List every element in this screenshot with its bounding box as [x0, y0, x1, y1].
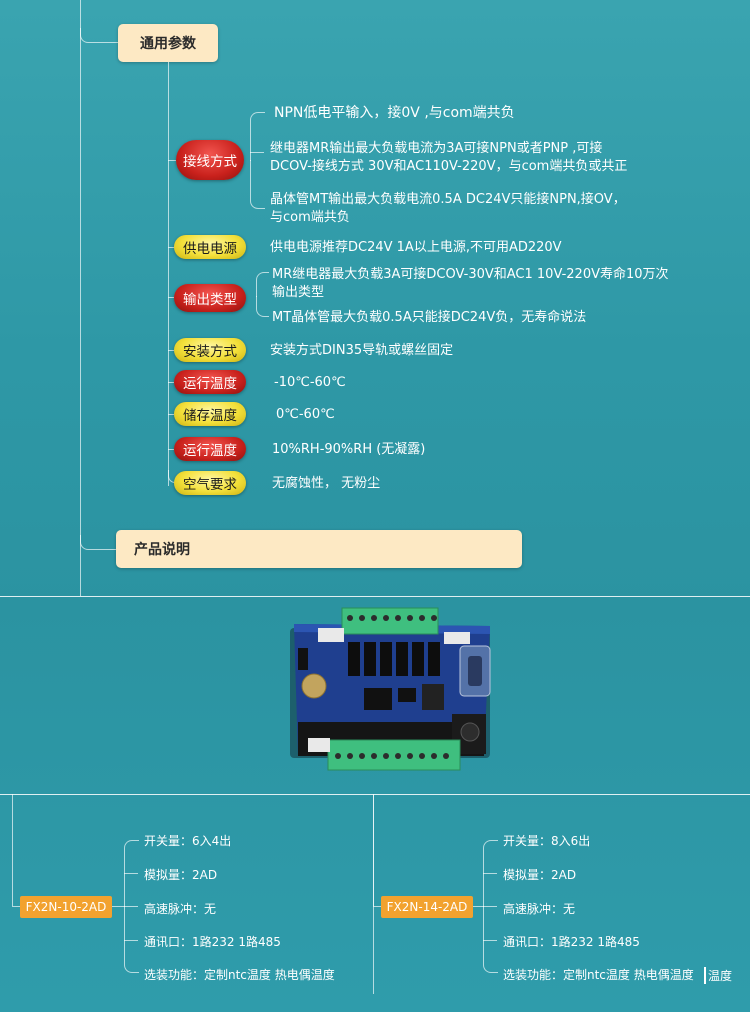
param-power-label: 供电电源 — [174, 235, 246, 259]
model-2-spec-extra: 温度 — [704, 967, 732, 984]
param-op-temp-line-1: -10℃-60℃ — [274, 375, 346, 390]
model-tag-2: FX2N-14-2AD — [381, 896, 473, 918]
param-output-line-2: 输出类型 — [272, 285, 325, 300]
connector — [250, 152, 264, 153]
tree-branch — [80, 535, 117, 550]
connector — [168, 470, 175, 483]
param-wiring-line-1: NPN低电平输入，接0V ,与com端共负 — [274, 105, 515, 121]
tree-trunk — [80, 0, 81, 596]
connector — [124, 940, 138, 941]
bracket-top — [256, 272, 269, 297]
model-2-spec-pulse: 高速脉冲：无 — [503, 902, 576, 916]
param-wiring-label: 接线方式 — [176, 140, 244, 180]
connector — [124, 873, 138, 874]
product-desc-title: 产品说明 — [116, 530, 522, 568]
param-power-line-1: 供电电源推荐DC24V 1A以上电源,不可用AD220V — [270, 240, 562, 255]
param-storage-temp-label: 储存温度 — [174, 402, 246, 426]
param-install-line-1: 安装方式DIN35导轨或螺丝固定 — [270, 343, 454, 358]
model-1-spec-comm: 通讯口：1路232 1路485 — [144, 935, 281, 949]
connector — [473, 906, 483, 907]
model-2-spec-io: 开关量：8入6出 — [503, 834, 591, 848]
model-1-spec-pulse: 高速脉冲：无 — [144, 902, 217, 916]
connector — [373, 906, 381, 907]
param-wiring-line-2: 继电器MR输出最大负载电流为3A可接NPN或者PNP ,可接 — [270, 141, 603, 156]
connector — [12, 906, 20, 907]
bracket-bottom — [256, 296, 269, 317]
connector — [168, 449, 174, 450]
param-humidity-label: 运行温度 — [174, 437, 246, 461]
param-humidity-line-1: 10%RH-90%RH (无凝露) — [272, 442, 426, 457]
connector — [373, 794, 374, 906]
section-divider — [0, 596, 750, 597]
param-output-label: 输出类型 — [174, 284, 246, 312]
connector — [168, 160, 176, 161]
connector — [168, 297, 176, 298]
connector — [483, 940, 497, 941]
bracket-top — [250, 112, 265, 161]
connector — [483, 906, 497, 907]
connector — [168, 414, 174, 415]
plc-board-image — [290, 607, 491, 771]
bracket-bottom — [124, 906, 139, 973]
model-1-spec-analog: 模拟量：2AD — [144, 868, 218, 882]
param-wiring-line-5: 与com端共负 — [270, 210, 350, 225]
param-output-line-1: MR继电器最大负载3A可接DCOV-30V和AC1 10V-220V寿命10万次 — [272, 267, 669, 282]
connector — [483, 873, 497, 874]
param-install-label: 安装方式 — [174, 338, 246, 362]
model-tag-1: FX2N-10-2AD — [20, 896, 112, 918]
model-2-spec-comm: 通讯口：1路232 1路485 — [503, 935, 640, 949]
param-wiring-line-3: DCOV-接线方式 30V和AC110V-220V，与com端共负或共正 — [270, 159, 628, 174]
tree-branch — [80, 28, 119, 43]
model-2-spec-options: 选装功能：定制ntc温度 热电偶温度 — [503, 968, 694, 982]
connector — [168, 350, 174, 351]
bracket-bottom — [483, 906, 498, 973]
model-2-spec-analog: 模拟量：2AD — [503, 868, 577, 882]
connector — [12, 794, 13, 906]
params-branch-line — [168, 62, 169, 486]
general-params-title: 通用参数 — [118, 24, 218, 62]
param-op-temp-label: 运行温度 — [174, 370, 246, 394]
connector — [168, 382, 174, 383]
param-output-line-3: MT晶体管最大负载0.5A只能接DC24V负，无寿命说法 — [272, 310, 587, 325]
bracket-bottom — [250, 160, 265, 209]
param-storage-temp-line-1: 0℃-60℃ — [276, 407, 335, 422]
model-1-spec-io: 开关量：6入4出 — [144, 834, 232, 848]
connector — [168, 247, 176, 248]
connector — [112, 906, 124, 907]
param-wiring-line-4: 晶体管MT输出最大负载电流0.5A DC24V只能接NPN,接OV， — [270, 192, 626, 207]
model-1-spec-options: 选装功能：定制ntc温度 热电偶温度 — [144, 968, 335, 982]
param-air-label: 空气要求 — [174, 471, 246, 495]
connector — [124, 906, 138, 907]
section-divider — [0, 794, 750, 795]
param-air-line-1: 无腐蚀性， 无粉尘 — [272, 476, 381, 491]
